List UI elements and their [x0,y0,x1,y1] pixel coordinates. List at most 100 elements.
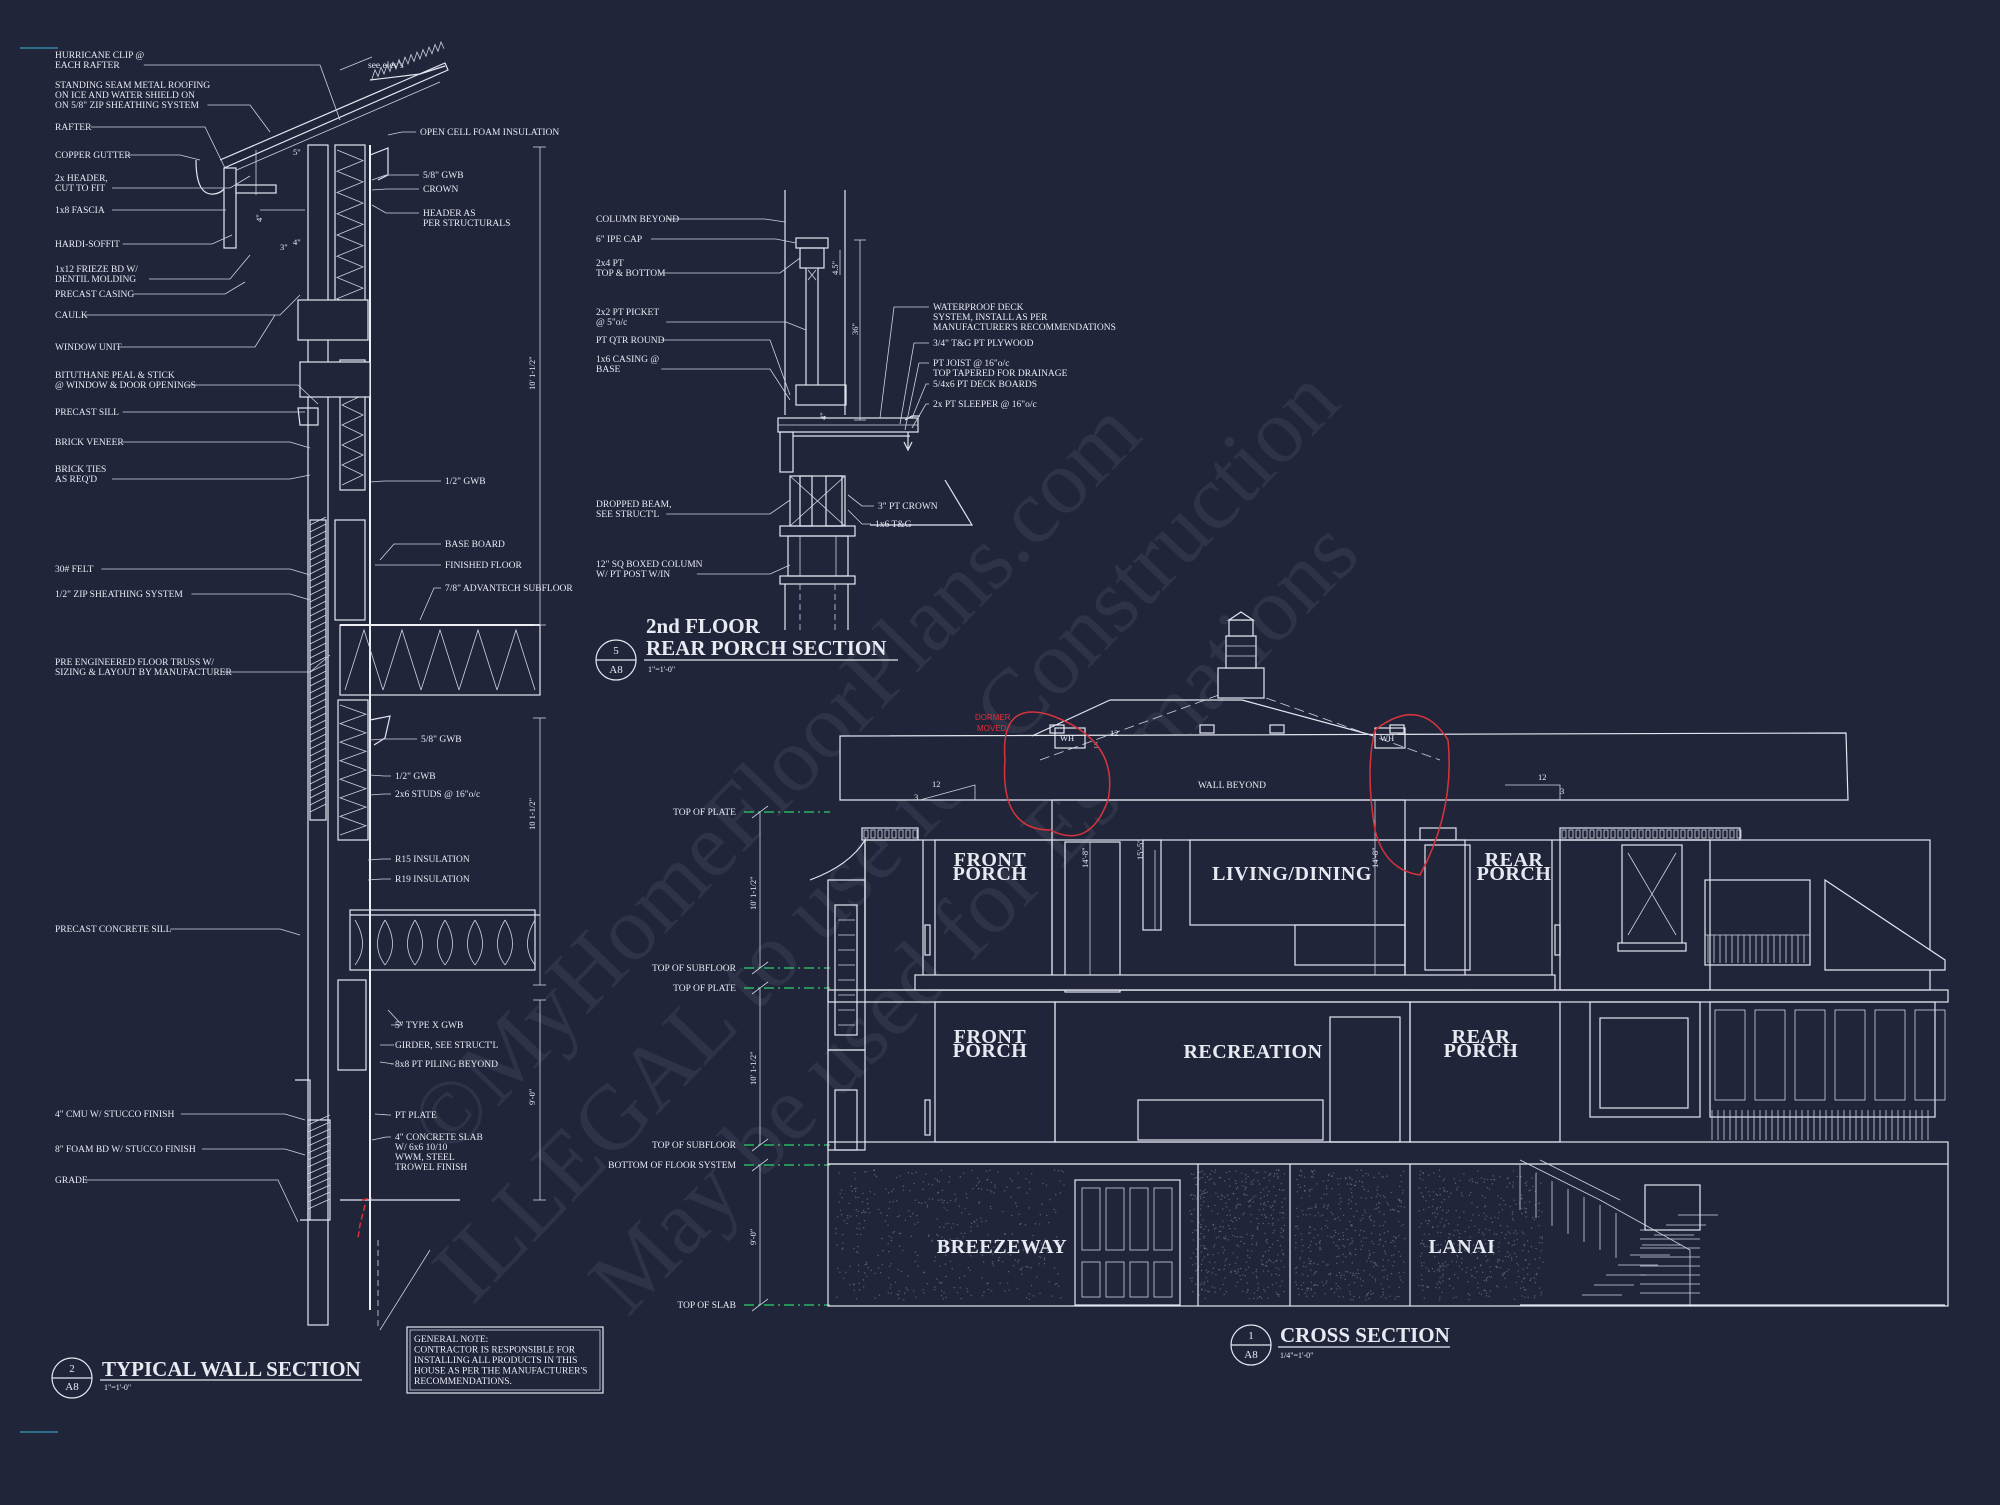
wall-dim-3in: 3" [280,242,288,252]
wall-right-label-3: CROWN [423,185,459,195]
rear-porch-section: 4.5" 36" 4" COLUMN BEYOND 6" IPE CAP 2x4 P… [595,190,1116,681]
wall-right-label-11: 2x6 STUDS @ 16"o/c [395,790,480,800]
wall-label-15: 30# FELT [55,565,94,575]
level-label-3: TOP OF SUBFLOOR [652,1141,737,1151]
cross-section-title: CROSS SECTION [1280,1323,1450,1347]
level-label-0: TOP OF PLATE [673,808,736,818]
wall-right-label-9: 5/8" GWB [421,735,462,745]
wall-label-20: 8" FOAM BD W/ STUCCO FINISH [55,1145,196,1155]
level-label-5: TOP OF SLAB [677,1301,736,1311]
cross-section-scale: 1/4"=1'-0" [1280,1351,1313,1360]
wall-dim-4in-b: 4" [293,237,301,247]
porch-tag-sheet: A8 [609,664,623,676]
level-label-4: BOTTOM OF FLOOR SYSTEM [608,1161,736,1171]
wall-dim-lower: 9'-0" [527,1089,537,1105]
porch-label-1: 6" IPE CAP [596,235,642,245]
wall-right-label-10: 1/2" GWB [395,772,436,782]
wall-section-scale: 1"=1'-0" [104,1383,131,1392]
wall-label-13: BRICK VENEER [55,438,124,448]
wall-label-12: PRECAST SILL [55,408,119,418]
water-heater-right: WH [1380,733,1394,743]
porch-right-label-3: 5/4x6 PT DECK BOARDS [933,380,1037,390]
wall-right-label-8: 7/8" ADVANTECH SUBFLOOR [445,584,573,594]
porch-label-6: DROPPED BEAM,SEE STRUCT'L [596,500,672,520]
wall-label-4: 2x HEADER,CUT TO FIT [55,174,108,194]
inner-dim-right: 14'-8" [1370,847,1380,868]
pitch-run-left: 12 [932,779,941,789]
wall-label-10: WINDOW UNIT [55,343,122,353]
porch-dim-cap: 4.5" [830,261,840,275]
wall-label-16: 1/2" ZIP SHEATHING SYSTEM [55,590,183,600]
wall-right-label-0: see elev's [368,61,404,71]
porch-right-label-4: 2x PT SLEEPER @ 16"o/c [933,400,1037,410]
pitch-run-upper: 12 [1110,728,1119,738]
pitch-rise-right: 3 [1560,786,1564,796]
wall-dim-middle: 10 1-1/2" [527,798,537,830]
pitch-run-right: 12 [1538,772,1547,782]
wall-label-6: HARDI-SOFFIT [55,240,120,250]
wall-label-2: RAFTER [55,123,92,133]
water-heater-left: WH [1060,733,1074,743]
cross-tag-number: 1 [1248,1330,1254,1342]
wall-label-8: PRECAST CASING [55,290,134,300]
porch-section-scale: 1"=1'-0" [648,665,675,674]
porch-right-label-5: 3" PT CROWN [878,502,938,512]
wall-label-7: 1x12 FRIEZE BD W/DENTIL MOLDING [55,265,138,285]
cross-dim-middle: 10' 1-1/2" [748,1051,758,1085]
general-note: GENERAL NOTE:CONTRACTOR IS RESPONSIBLE F… [414,1335,587,1387]
wall-label-11: BITUTHANE PEAL & STICK@ WINDOW & DOOR OP… [55,371,196,391]
wall-label-17: PRE ENGINEERED FLOOR TRUSS W/SIZING & LA… [55,658,232,678]
room-lanai: LANAI [1429,1236,1496,1258]
wall-label-3: COPPER GUTTER [55,151,131,161]
porch-title-line-2: REAR PORCH SECTION [646,636,886,660]
room-breezeway: BREEZEWAY [937,1236,1068,1258]
wall-right-label-1: OPEN CELL FOAM INSULATION [420,128,559,138]
wall-right-label-2: 5/8" GWB [423,171,464,181]
porch-label-0: COLUMN BEYOND [596,215,679,225]
wall-tag-number: 2 [69,1363,75,1375]
wall-label-18: PRECAST CONCRETE SILL [55,925,172,935]
wall-right-label-5: 1/2" GWB [445,477,486,487]
wall-right-label-7: FINISHED FLOOR [445,561,522,571]
porch-right-label-1: 3/4" T&G PT PLYWOOD [933,339,1034,349]
wall-right-label-13: R19 INSULATION [395,875,470,885]
wall-right-label-14: 5" TYPE X GWB [395,1021,463,1031]
cross-tag-sheet: A8 [1244,1349,1258,1361]
porch-dim-rail: 36" [850,323,860,335]
wall-label-21: GRADE [55,1176,88,1186]
wall-label-5: 1x8 FASCIA [55,206,105,216]
wall-right-label-16: 8x8 PT PILING BEYOND [395,1060,498,1070]
redline-markup-line-1: DORMER [975,713,1011,722]
wall-label-0: HURRICANE CLIP @EACH RAFTER [55,51,144,71]
porch-dim-4in: 4" [818,412,828,420]
wall-section-title: TYPICAL WALL SECTION [102,1357,361,1381]
wall-dim-upper: 10' 1-1/2" [527,356,537,390]
room-recreation: RECREATION [1183,1041,1322,1063]
porch-right-label-6: 1x6 T&G [875,520,912,530]
porch-label-3: 2x2 PT PICKET@ 5"o/c [596,308,659,328]
wall-right-label-15: GIRDER, SEE STRUCT'L [395,1041,499,1051]
redline-markup-line-2: MOVED [977,724,1007,733]
wall-dim-5in: 5" [293,147,301,157]
level-label-1: TOP OF SUBFLOOR [652,964,737,974]
wall-right-label-12: R15 INSULATION [395,855,470,865]
wall-beyond-label: WALL BEYOND [1198,781,1266,791]
porch-title-line-1: 2nd FLOOR [646,614,761,638]
wall-label-9: CAULK [55,311,88,321]
wall-right-label-6: BASE BOARD [445,540,505,550]
pitch-rise-left: 3 [914,792,918,802]
